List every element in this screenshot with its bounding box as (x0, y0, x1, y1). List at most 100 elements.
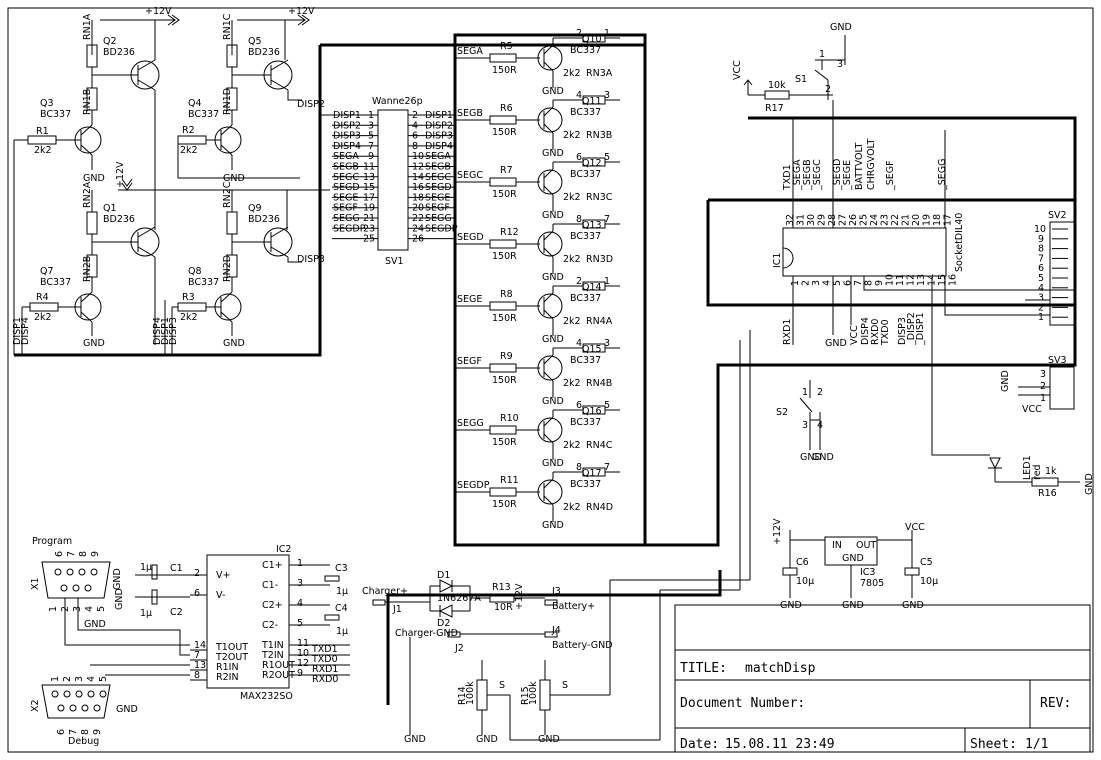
segment-transistor (537, 45, 563, 71)
max232-left-pin-name: R2IN (216, 672, 239, 683)
segment-net-label: SEGF (457, 356, 482, 367)
max232-right-pin-name: T2IN (261, 650, 284, 661)
sv1-left-label: DISP4 (333, 141, 361, 152)
sv1-left-label: SEGA (333, 151, 359, 162)
disp4-net-vertical-2: DISP4 (152, 317, 163, 345)
r14-slider-label: S (499, 680, 505, 691)
ic1-top-net: _SEGG (937, 158, 948, 191)
segment-transistor-ref: Q16 (582, 406, 602, 417)
ic1-bottom-pin: 2 (801, 280, 812, 286)
ic1-top-pin: 18 (932, 214, 943, 226)
gnd-label-q4: GND (223, 173, 245, 184)
c1-ref: C1 (170, 563, 183, 574)
led1-color: red (1032, 464, 1043, 480)
ic1-bottom-pin: 13 (916, 274, 927, 286)
x2-ref: X2 (30, 699, 41, 712)
segment-rn-pin2: 5 (604, 152, 610, 163)
r2-label: R2 (182, 125, 195, 136)
ic1-top-net: _SEGA (792, 159, 803, 191)
x1-top-pin: 8 (78, 551, 89, 557)
segment-transistor-type: BC337 (570, 107, 601, 118)
segment-rn-label: RN3C (586, 192, 613, 203)
sv1-left-label: DISP2 (333, 120, 361, 131)
gnd-label-q7: GND (83, 338, 105, 349)
ic1-top-pin: 25 (859, 214, 870, 226)
sv1-left-pin: 23 (363, 223, 375, 234)
sv1-left-pin: 25 (363, 234, 375, 245)
rn2b-label: RN2B (82, 256, 93, 282)
sv1-right-label: SEGDP (425, 223, 458, 234)
gnd-label-q3: GND (83, 173, 105, 184)
battery-plus-label: Battery+ (552, 601, 595, 612)
rn2d-label: RN2D (222, 255, 233, 282)
ic3-type: 7805 (860, 578, 884, 589)
segment-net-label: SEGD (457, 232, 484, 243)
gnd-label-ic3: GND (842, 600, 864, 611)
max232-left-pin-num: 14 (194, 640, 206, 651)
ic1-top-pin: 30 (806, 214, 817, 226)
segment-rn-pin1: 4 (576, 90, 582, 101)
ic1-top-pin: 21 (901, 214, 912, 226)
ic1-bottom-net: _DISP1 (915, 312, 926, 346)
segment-gnd-label: GND (542, 210, 564, 221)
ic1-bottom-net: RXD0 (870, 319, 881, 345)
diode-type-label: 1N6267A (437, 593, 481, 604)
sv1-left-pin: 13 (363, 172, 375, 183)
max232-right-pin-name: C2- (262, 620, 278, 631)
s2-pin2: 2 (817, 387, 823, 398)
s2-pin3: 3 (802, 420, 808, 431)
sv1-left-label: SEGF (333, 203, 358, 214)
x2-bottom-pin: 7 (68, 729, 79, 735)
segment-resistor-value: 150R (492, 65, 517, 76)
sv2-pin: 8 (1038, 244, 1044, 255)
segment-rn-label: RN4A (586, 316, 613, 327)
s1-pin2: 2 (825, 84, 831, 95)
max232-right-pin-num: 11 (297, 638, 309, 649)
j2-label: J2 (454, 643, 464, 654)
segment-transistor-ref: Q13 (582, 220, 602, 231)
ic1-top-pin: 29 (817, 214, 828, 226)
segment-resistor-value: 150R (492, 499, 517, 510)
charger-gnd-label: Charger-GND (395, 628, 458, 639)
r2-value: 2k2 (180, 145, 198, 156)
x2-bottom-pin: 9 (92, 729, 103, 735)
segment-gnd-label: GND (542, 334, 564, 345)
ic1-name: SocketDIL40 (954, 213, 965, 272)
ic1-bottom-net: DISP3 (897, 317, 908, 345)
segment-rn-pin2: 3 (604, 338, 610, 349)
net-txd0: TXD0 (311, 654, 338, 665)
segment-resistor (489, 239, 517, 249)
switch-s2 (799, 380, 821, 450)
title-value: matchDisp (745, 661, 816, 676)
title-block (674, 604, 1091, 753)
disp3-net-label: DISP3 (297, 254, 325, 265)
segment-transistor-ref: Q11 (582, 96, 602, 107)
sv1-right-label: DISP3 (425, 131, 453, 142)
x2-label: Debug (68, 736, 99, 747)
s2-pin4: 4 (817, 420, 823, 431)
ic1-top-pin: 22 (890, 214, 901, 226)
ic1-bottom-pin: 7 (853, 280, 864, 286)
gnd-label-c6: GND (780, 600, 802, 611)
segment-resistor (489, 425, 517, 435)
ic1-top-pin: 31 (796, 214, 807, 226)
segment-transistor-type: BC337 (570, 231, 601, 242)
x2-top-pin: 4 (86, 676, 97, 682)
bus-wires (14, 33, 1077, 705)
segment-rn-pin2: 7 (604, 214, 610, 225)
sv2-pin: 5 (1038, 273, 1044, 284)
sv3-pin3: 3 (1040, 369, 1046, 380)
max232-left-pin-num: 6 (194, 588, 200, 599)
rn1c-label: RN1C (222, 13, 233, 40)
ic1-bottom-pin: 4 (822, 280, 833, 286)
sv1-right-pin: 24 (412, 223, 424, 234)
segment-rn-pin1: 8 (576, 214, 582, 225)
gnd-label-charger-2: GND (476, 734, 498, 745)
max232-left-pin-num: 8 (194, 670, 200, 681)
segment-rn-pin1: 6 (576, 152, 582, 163)
ic1-bottom-pin: 16 (948, 274, 959, 286)
segment-gnd-label: GND (542, 458, 564, 469)
segment-rn-label: RN3A (586, 68, 613, 79)
segment-rn-value: 2k2 (563, 254, 581, 265)
